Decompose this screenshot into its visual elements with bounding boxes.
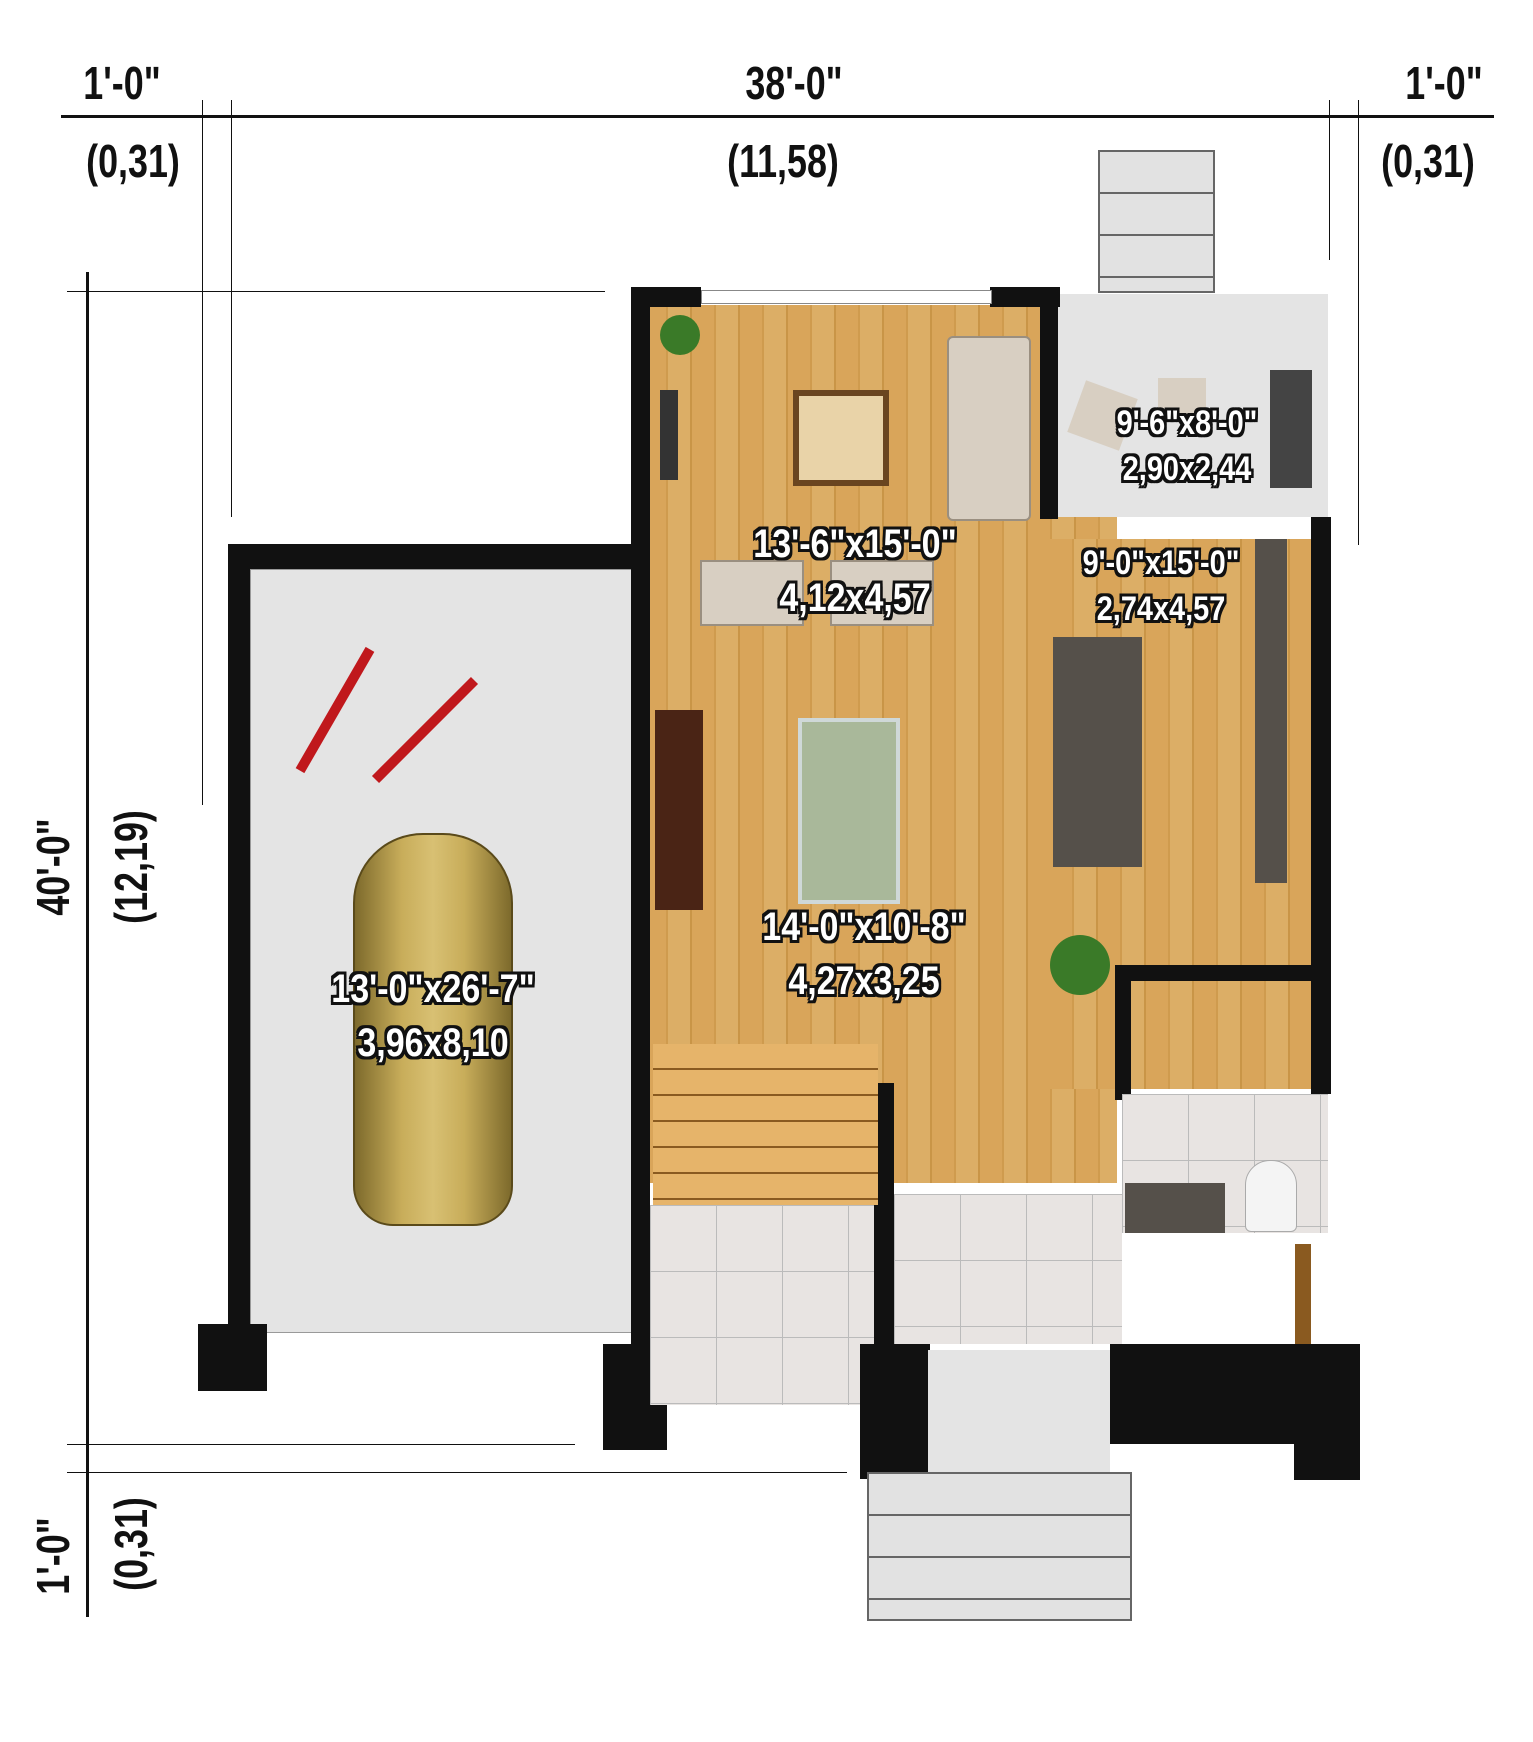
armchair-icon [830,560,934,626]
dining-imperial: 14'-0"x10'-8" [762,905,966,949]
kitchen-label: 9'-0"x15'-0" 2,74x4,57 [1069,541,1254,633]
patio-chair-icon [1158,378,1206,420]
sunroom-imperial: 9'-6"x8'-0" [1116,404,1258,443]
dining-metric: 4,27x3,25 [788,959,940,1003]
living-label: 13'-6"x15'-0" 4,12x4,57 [735,517,974,625]
plant-icon [1050,935,1110,995]
sunroom-metric: 2,90x2,44 [1122,450,1252,488]
wall [1115,965,1131,1100]
window [701,290,992,304]
garage-metric: 3,96x8,10 [357,1021,509,1065]
tv-console-icon [660,390,678,480]
extension-line [202,100,203,805]
staircase [653,1044,878,1205]
wall [1040,294,1058,519]
left-depth-imperial: 40'-0" [27,818,79,916]
grill-icon [1270,370,1312,488]
garage-imperial: 13'-0"x26'-7" [331,967,535,1011]
left-dimension-line [86,272,89,1617]
plant-icon [660,315,700,355]
wall-pillar [1294,1410,1360,1480]
sofa-icon [947,336,1031,521]
extension-line [67,1472,847,1473]
entry-landing [928,1350,1110,1472]
top-dimension-line [61,115,1494,118]
garage-label: 13'-0"x26'-7" 3,96x8,10 [313,962,552,1070]
kitchen-metric: 2,74x4,57 [1096,590,1226,628]
kitchen-imperial: 9'-0"x15'-0" [1082,544,1240,583]
sideboard-icon [655,710,703,910]
kitchen-counter-icon [1255,539,1287,883]
extension-line [67,291,605,292]
top-width-imperial: 38'-0" [745,57,843,109]
extension-line [1358,100,1359,545]
living-metric: 4,12x4,57 [779,576,931,620]
toilet-icon [1245,1160,1297,1232]
wall [631,287,650,1347]
front-steps [867,1472,1132,1621]
dining-table-icon [798,718,900,904]
bottom-margin-metric: (0,31) [105,1497,157,1591]
back-steps [1098,150,1215,293]
dining-label: 14'-0"x10'-8" 4,27x3,25 [744,900,983,1008]
armchair-icon [700,560,804,626]
top-left-margin-metric: (0,31) [86,135,180,187]
sink-icon [1125,1183,1225,1233]
top-right-margin-imperial: 1'-0" [1405,57,1483,109]
wall-pillar [860,1344,930,1479]
foyer-floor [650,1205,874,1405]
rug-icon [793,390,889,486]
extension-line [67,1444,575,1445]
kitchen-island-icon [1053,637,1142,867]
living-imperial: 13'-6"x15'-0" [753,522,957,566]
extension-line [231,100,232,517]
top-left-margin-imperial: 1'-0" [83,57,161,109]
car-icon [353,833,513,1226]
bottom-margin-imperial: 1'-0" [27,1517,79,1595]
entry-floor [894,1194,1122,1344]
left-depth-metric: (12,19) [105,810,157,924]
top-width-metric: (11,58) [727,135,839,187]
extension-line [1329,100,1330,260]
top-right-margin-metric: (0,31) [1381,135,1475,187]
wall-pillar [198,1324,267,1391]
sunroom-label: 9'-6"x8'-0" 2,90x2,44 [1104,401,1270,493]
wall [1311,517,1331,1094]
wall [1115,965,1330,981]
